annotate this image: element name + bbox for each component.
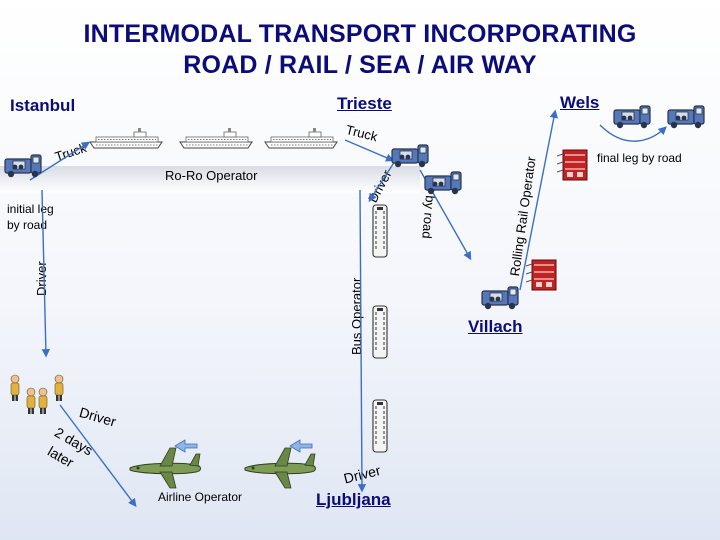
sea-route-strip <box>0 166 420 193</box>
ship-icon <box>179 127 253 149</box>
plane-icon <box>129 447 201 489</box>
truck-icon <box>481 286 519 310</box>
arrow-istanbul-down <box>41 189 51 358</box>
city-ljubljana: Ljubljana <box>316 490 391 509</box>
people-icon <box>10 374 20 402</box>
page-title-line1: INTERMODAL TRANSPORT INCORPORATING <box>83 20 637 48</box>
city-villach: Villach <box>468 317 523 336</box>
city-trieste: Trieste <box>337 94 392 113</box>
truck-icon <box>424 171 462 195</box>
truck-icon <box>391 144 429 168</box>
truck-icon <box>613 105 651 129</box>
arrow-icon <box>174 439 198 453</box>
bus-icon <box>372 305 388 359</box>
city-wels: Wels <box>560 93 600 112</box>
bus-icon <box>372 399 388 453</box>
ship-icon <box>89 127 163 149</box>
arrow-to-plane <box>59 404 137 508</box>
people-icon <box>38 387 48 415</box>
arrow-trieste-truck <box>344 139 395 162</box>
arrow-icon <box>289 439 313 453</box>
people-icon <box>54 374 64 402</box>
plane-icon <box>244 447 316 489</box>
train-icon <box>556 149 588 181</box>
arrow-bus-down <box>357 189 367 493</box>
city-istanbul: Istanbul <box>10 96 76 115</box>
ship-icon <box>264 127 338 149</box>
people-icon <box>26 387 36 415</box>
arrow-rolling-rail <box>519 109 558 291</box>
label-airline-operator: Airline Operator <box>158 490 243 504</box>
arrow-istanbul-truck <box>29 141 91 181</box>
label-initial-leg-2: by road <box>7 218 48 232</box>
bus-icon <box>372 204 388 258</box>
train-icon <box>525 259 557 291</box>
truck-icon <box>667 105 705 129</box>
arrow-wels-final-leg <box>599 124 667 142</box>
label-final-leg: final leg by road <box>597 151 682 165</box>
page-title-line2: ROAD / RAIL / SEA / AIR WAY <box>183 51 537 79</box>
truck-icon <box>4 154 42 178</box>
label-roro-operator: Ro-Ro Operator <box>165 168 258 183</box>
